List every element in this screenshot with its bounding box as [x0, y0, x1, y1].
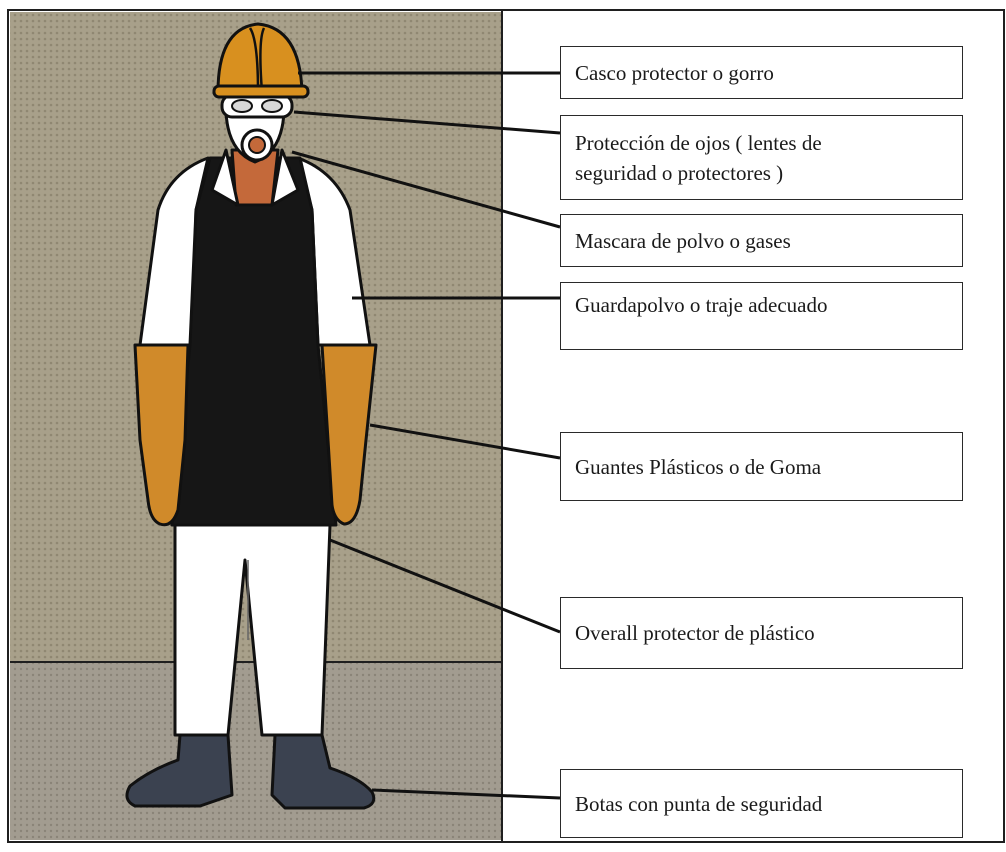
label-overall-text: Overall protector de plástico	[575, 621, 815, 645]
label-coat: Guardapolvo o traje adecuado	[560, 282, 963, 350]
label-coat-text: Guardapolvo o traje adecuado	[575, 293, 828, 317]
apron	[170, 156, 338, 527]
label-helmet-text: Casco protector o gorro	[575, 60, 774, 85]
worker-figure	[125, 22, 378, 810]
label-gloves: Guantes Plásticos o de Goma	[560, 432, 963, 501]
right-boot	[270, 733, 376, 810]
leader-boots	[371, 788, 561, 800]
label-helmet: Casco protector o gorro	[560, 46, 963, 99]
floor-panel	[10, 662, 502, 840]
left-collar	[210, 148, 240, 207]
leader-eyes	[293, 110, 561, 135]
label-overall: Overall protector de plástico	[560, 597, 963, 669]
label-eyes: Protección de ojos ( lentes de seguridad…	[560, 115, 963, 200]
label-boots-text: Botas con punta de seguridad	[575, 791, 823, 816]
label-boots: Botas con punta de seguridad	[560, 769, 963, 838]
left-glove	[133, 343, 190, 527]
label-gloves-text: Guantes Plásticos o de Goma	[575, 454, 822, 479]
leader-overall	[329, 538, 561, 634]
right-collar	[270, 148, 300, 207]
leader-mask	[291, 150, 561, 229]
left-boot	[125, 733, 234, 808]
label-mask-text: Mascara de polvo o gases	[575, 228, 791, 253]
leader-lines	[291, 71, 561, 800]
right-glove	[320, 343, 378, 526]
leader-gloves	[369, 423, 561, 460]
label-mask: Mascara de polvo o gases	[560, 214, 963, 267]
label-eyes-text: Protección de ojos ( lentes de seguridad…	[575, 130, 822, 185]
